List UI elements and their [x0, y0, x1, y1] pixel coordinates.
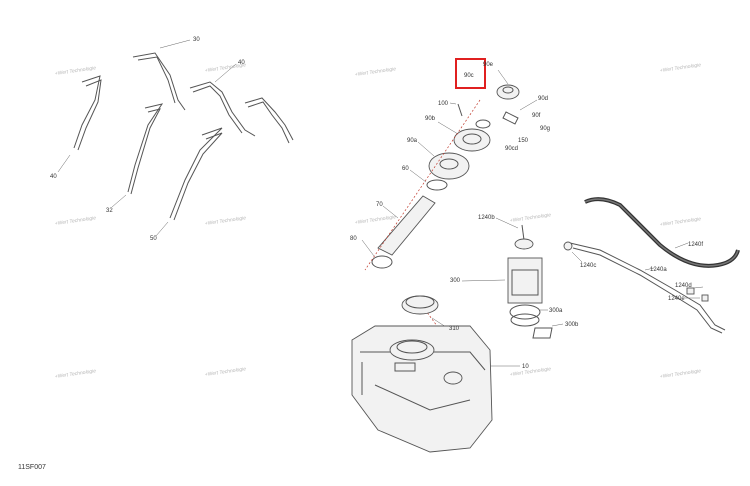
watermark: +Wert Technologie	[54, 215, 96, 227]
part-label: 100	[438, 101, 449, 107]
part-label: 90f	[532, 113, 541, 119]
part-label: 90e	[483, 62, 494, 68]
part-label: 90b	[425, 116, 436, 122]
part-80-clamp	[361, 239, 393, 269]
watermark: +Wert Technologie	[659, 62, 701, 74]
strap-40-top	[189, 63, 256, 137]
part-10-fuel-tank	[351, 325, 520, 453]
part-label: 90g	[540, 126, 550, 132]
part-label: 150	[518, 138, 529, 144]
watermark: +Wert Technologie	[659, 368, 701, 380]
part-label: 300	[450, 278, 461, 284]
strap-32	[111, 103, 164, 208]
part-label: 300a	[549, 308, 563, 314]
watermark: +Wert Technologie	[204, 366, 246, 378]
part-70-hose	[377, 195, 436, 256]
part-label: 1240e	[668, 296, 685, 302]
part-label: 80	[350, 236, 357, 242]
part-90b-ring	[437, 119, 491, 152]
part-90d-fitting	[502, 99, 538, 125]
part-1240e-clip	[685, 294, 709, 302]
highlight-box-90c	[455, 58, 486, 89]
strap-40-right	[244, 97, 294, 144]
watermark: +Wert Technologie	[204, 62, 246, 74]
watermark: +Wert Technologie	[54, 368, 96, 380]
part-label: 30	[193, 37, 200, 43]
part-label: 90cd	[505, 146, 518, 152]
strap-30	[132, 39, 191, 111]
part-300-pump-module	[461, 224, 543, 327]
strap-40-left	[57, 75, 102, 173]
part-60-clamp	[409, 169, 448, 191]
part-label: 60	[402, 166, 409, 172]
strap-50	[155, 127, 223, 237]
part-1240f-hose	[584, 197, 740, 268]
part-labels: 30 40 40 32 50 90e 90c 90d 100 90b 90f 9…	[50, 37, 703, 370]
part-label: 1240b	[478, 215, 495, 221]
part-label: 1240f	[688, 242, 703, 248]
part-label: 1240c	[580, 263, 596, 269]
part-1240d-clip	[686, 286, 704, 295]
part-label: 50	[150, 236, 157, 242]
part-300b-fitting	[532, 323, 564, 339]
part-label: 300b	[565, 322, 579, 328]
part-label: 90a	[407, 138, 418, 144]
part-label: 70	[376, 202, 383, 208]
watermark: +Wert Technologie	[354, 214, 396, 226]
part-label: 40	[50, 174, 57, 180]
part-1240a-line	[569, 242, 726, 334]
watermark: +Wert Technologie	[204, 215, 246, 227]
figure-code: 11SF007	[18, 464, 46, 471]
watermark: +Wert Technologie	[509, 212, 551, 224]
watermark: +Wert Technologie	[54, 65, 96, 77]
part-label: 32	[106, 208, 113, 214]
part-label: 310	[449, 326, 460, 332]
watermark: +Wert Technologie	[509, 366, 551, 378]
part-90a-flange	[417, 141, 470, 180]
part-label: 40	[238, 60, 245, 66]
part-label: 10	[522, 364, 529, 370]
part-310-ring	[401, 295, 447, 328]
part-label: 1240a	[650, 267, 667, 273]
part-label: 90d	[538, 96, 548, 102]
leader-1240b	[495, 217, 519, 229]
watermark: +Wert Technologie	[659, 216, 701, 228]
part-100-screw	[449, 102, 463, 117]
part-90e-cap	[496, 69, 520, 100]
part-1240c-fitting	[563, 241, 583, 263]
watermark: +Wert Technologie	[354, 66, 396, 78]
part-label: 1240d	[675, 283, 692, 289]
part-label: 90c	[464, 73, 474, 79]
